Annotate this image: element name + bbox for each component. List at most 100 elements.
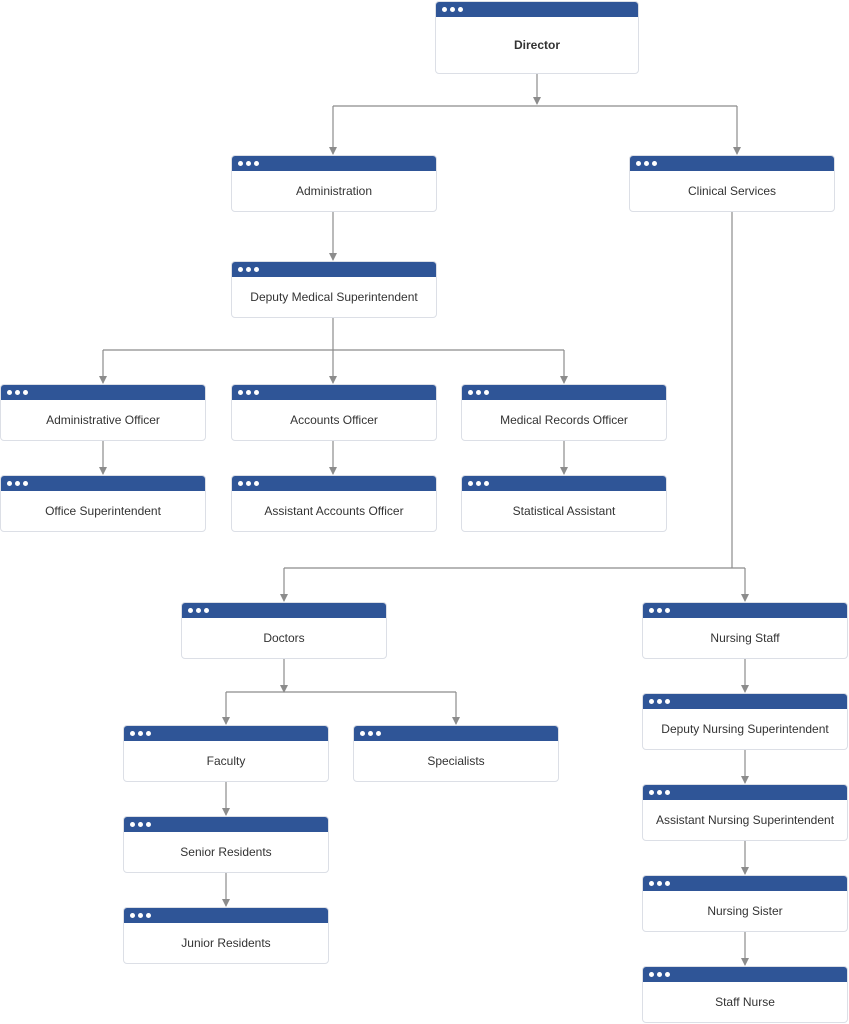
- node-header: [182, 603, 386, 618]
- node-deputy-nursing-superintendent[interactable]: Deputy Nursing Superintendent: [642, 693, 848, 750]
- window-dot-icon: [238, 481, 243, 486]
- window-dot-icon: [657, 972, 662, 977]
- node-assistant-accounts-officer[interactable]: Assistant Accounts Officer: [231, 475, 437, 532]
- node-header: [232, 385, 436, 400]
- node-header: [124, 908, 328, 923]
- node-nursing-staff[interactable]: Nursing Staff: [642, 602, 848, 659]
- window-dot-icon: [196, 608, 201, 613]
- window-dot-icon: [657, 881, 662, 886]
- window-dot-icon: [652, 161, 657, 166]
- node-label: Nursing Staff: [710, 630, 780, 645]
- node-label: Statistical Assistant: [512, 503, 616, 518]
- node-doctors[interactable]: Doctors: [181, 602, 387, 659]
- window-dot-icon: [376, 731, 381, 736]
- node-header: [630, 156, 834, 171]
- window-dot-icon: [15, 390, 20, 395]
- window-dot-icon: [7, 390, 12, 395]
- window-dot-icon: [368, 731, 373, 736]
- node-label: Deputy Nursing Superintendent: [661, 721, 829, 736]
- node-senior-residents[interactable]: Senior Residents: [123, 816, 329, 873]
- node-label: Specialists: [427, 753, 485, 768]
- window-dot-icon: [138, 731, 143, 736]
- node-header: [643, 603, 847, 618]
- node-label: Doctors: [263, 630, 305, 645]
- window-dot-icon: [254, 161, 259, 166]
- window-dot-icon: [649, 881, 654, 886]
- node-faculty[interactable]: Faculty: [123, 725, 329, 782]
- window-dot-icon: [238, 161, 243, 166]
- window-dot-icon: [246, 481, 251, 486]
- window-dot-icon: [484, 481, 489, 486]
- window-dot-icon: [468, 481, 473, 486]
- node-nursing-sister[interactable]: Nursing Sister: [642, 875, 848, 932]
- node-header: [643, 876, 847, 891]
- window-dot-icon: [665, 608, 670, 613]
- node-clinical-services[interactable]: Clinical Services: [629, 155, 835, 212]
- node-label: Medical Records Officer: [500, 412, 628, 427]
- node-header: [643, 785, 847, 800]
- window-dot-icon: [238, 267, 243, 272]
- window-dot-icon: [130, 822, 135, 827]
- window-dot-icon: [130, 913, 135, 918]
- window-dot-icon: [649, 972, 654, 977]
- window-dot-icon: [665, 972, 670, 977]
- node-label: Nursing Sister: [707, 903, 783, 918]
- node-junior-residents[interactable]: Junior Residents: [123, 907, 329, 964]
- window-dot-icon: [657, 699, 662, 704]
- node-header: [232, 476, 436, 491]
- window-dot-icon: [246, 390, 251, 395]
- node-header: [462, 385, 666, 400]
- node-administrative-officer[interactable]: Administrative Officer: [0, 384, 206, 441]
- window-dot-icon: [254, 481, 259, 486]
- window-dot-icon: [254, 267, 259, 272]
- node-accounts-officer[interactable]: Accounts Officer: [231, 384, 437, 441]
- node-deputy-medical-superintendent[interactable]: Deputy Medical Superintendent: [231, 261, 437, 318]
- window-dot-icon: [146, 822, 151, 827]
- window-dot-icon: [450, 7, 455, 12]
- window-dot-icon: [665, 881, 670, 886]
- node-specialists[interactable]: Specialists: [353, 725, 559, 782]
- window-dot-icon: [484, 390, 489, 395]
- window-dot-icon: [458, 7, 463, 12]
- window-dot-icon: [476, 481, 481, 486]
- node-office-superintendent[interactable]: Office Superintendent: [0, 475, 206, 532]
- window-dot-icon: [649, 699, 654, 704]
- node-label: Deputy Medical Superintendent: [250, 289, 418, 304]
- window-dot-icon: [23, 390, 28, 395]
- window-dot-icon: [246, 267, 251, 272]
- node-header: [124, 726, 328, 741]
- node-administration[interactable]: Administration: [231, 155, 437, 212]
- window-dot-icon: [146, 731, 151, 736]
- window-dot-icon: [657, 608, 662, 613]
- node-director[interactable]: Director: [435, 1, 639, 74]
- node-header: [232, 262, 436, 277]
- node-header: [124, 817, 328, 832]
- node-label: Administrative Officer: [46, 412, 160, 427]
- node-header: [643, 694, 847, 709]
- window-dot-icon: [238, 390, 243, 395]
- window-dot-icon: [15, 481, 20, 486]
- window-dot-icon: [657, 790, 662, 795]
- node-label: Junior Residents: [181, 935, 271, 950]
- window-dot-icon: [204, 608, 209, 613]
- node-label: Director: [513, 37, 560, 52]
- node-label: Assistant Nursing Superintendent: [655, 812, 835, 827]
- node-header: [232, 156, 436, 171]
- node-label: Faculty: [206, 753, 246, 768]
- node-statistical-assistant[interactable]: Statistical Assistant: [461, 475, 667, 532]
- window-dot-icon: [468, 390, 473, 395]
- window-dot-icon: [254, 390, 259, 395]
- window-dot-icon: [360, 731, 365, 736]
- node-medical-records-officer[interactable]: Medical Records Officer: [461, 384, 667, 441]
- node-label: Administration: [295, 183, 373, 198]
- window-dot-icon: [7, 481, 12, 486]
- node-header: [462, 476, 666, 491]
- node-assistant-nursing-superintendent[interactable]: Assistant Nursing Superintendent: [642, 784, 848, 841]
- node-staff-nurse[interactable]: Staff Nurse: [642, 966, 848, 1023]
- window-dot-icon: [665, 699, 670, 704]
- window-dot-icon: [644, 161, 649, 166]
- node-header: [1, 385, 205, 400]
- window-dot-icon: [476, 390, 481, 395]
- node-header: [643, 967, 847, 982]
